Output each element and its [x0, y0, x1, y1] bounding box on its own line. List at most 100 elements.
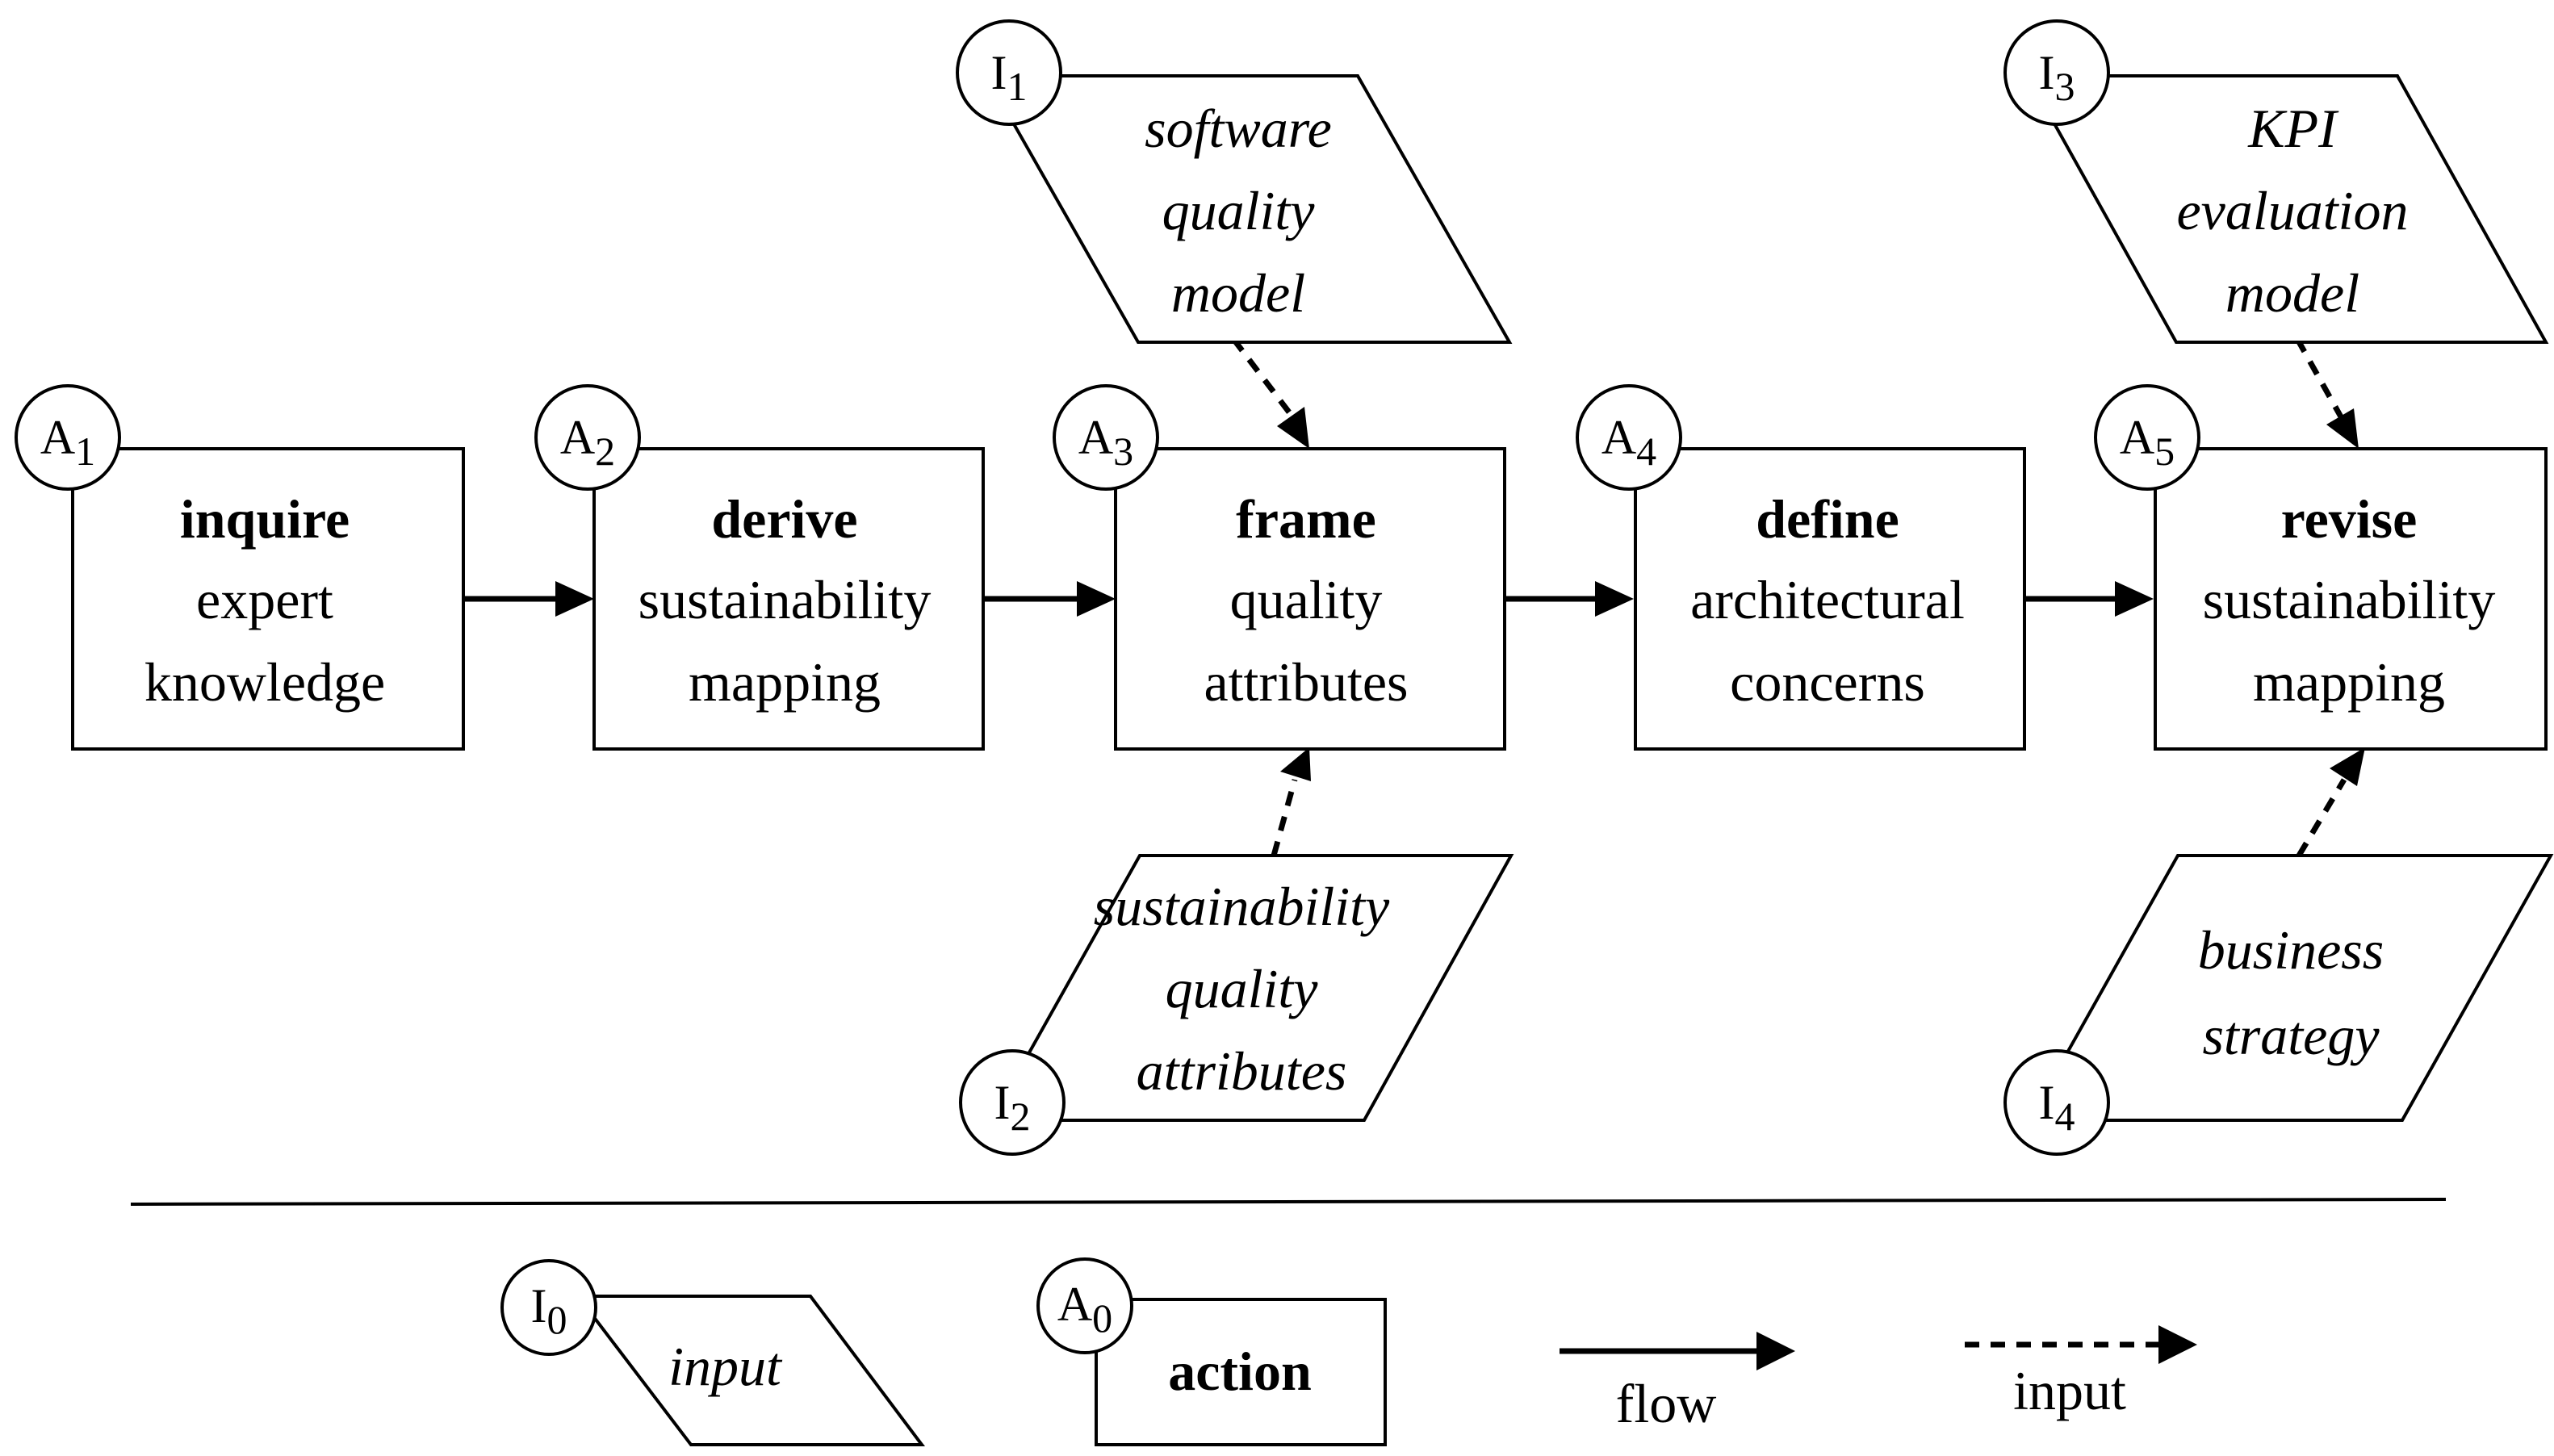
- svg-text:I4: I4: [2039, 1076, 2075, 1139]
- input-line: quality: [1166, 958, 1319, 1019]
- input-line: KPI: [2247, 98, 2339, 159]
- input-node-i3: KPI evaluation model I3: [2003, 19, 2549, 344]
- input-line: sustainability: [1094, 876, 1390, 937]
- input-shape: [2024, 74, 2549, 344]
- action-verb: define: [1756, 488, 1899, 550]
- input-line: strategy: [2202, 1005, 2380, 1066]
- legend-action-shape: action A0: [1036, 1257, 1387, 1446]
- input-shape: [983, 74, 1513, 344]
- input-id-badge: [2003, 19, 2110, 126]
- svg-text:I1: I1: [991, 46, 1028, 109]
- input-line: model: [1171, 262, 1305, 324]
- input-arrow-i2-a3: [1271, 779, 1298, 856]
- legend-input-shape-label: input: [668, 1336, 783, 1397]
- action-box: [2154, 447, 2548, 751]
- flow-arrowhead-a2-a3: [1077, 581, 1116, 617]
- legend-input-arrow-label: input: [2013, 1360, 2126, 1421]
- badge-number: 3: [1113, 429, 1133, 474]
- action-box: [1634, 447, 2026, 751]
- badge-number: 1: [1007, 64, 1027, 109]
- input-node-i1: software quality model I1: [956, 19, 1513, 344]
- action-line: expert: [196, 569, 333, 630]
- input-line: quality: [1162, 180, 1316, 241]
- action-box: [592, 447, 985, 751]
- legend: input I0 action A0 flow input: [500, 1257, 2197, 1446]
- flow-arrowhead-a4-a5: [2115, 581, 2154, 617]
- badge-letter: A: [1078, 411, 1113, 464]
- input-arrowhead-i4-a5: [2330, 747, 2365, 786]
- svg-text:A4: A4: [1601, 411, 1656, 474]
- badge-number: 4: [1636, 429, 1656, 474]
- badge-letter: A: [2120, 411, 2154, 464]
- action-line: mapping: [2253, 651, 2445, 713]
- input-arrowhead-i2-a3: [1280, 747, 1311, 781]
- input-line: software: [1145, 98, 1332, 159]
- action-box: [1114, 447, 1506, 751]
- action-id-badge: [2094, 384, 2200, 491]
- action-node-a3: frame quality attributes A3: [1053, 384, 1506, 751]
- action-node-a5: revise sustainability mapping A5: [2094, 384, 2548, 751]
- svg-text:I0: I0: [531, 1279, 567, 1342]
- action-node-a1: inquire expert knowledge A1: [15, 384, 465, 751]
- input-arrowhead-i3-a5: [2326, 408, 2359, 449]
- input-node-i2: sustainability quality attributes I2: [959, 854, 1514, 1156]
- input-id-badge: [2003, 1049, 2110, 1156]
- badge-letter: A: [560, 411, 595, 464]
- legend-flow-label: flow: [1616, 1373, 1717, 1434]
- legend-action-shape-label: action: [1168, 1341, 1312, 1402]
- input-line: evaluation: [2176, 180, 2408, 241]
- svg-text:A1: A1: [40, 411, 95, 474]
- action-line: architectural: [1690, 569, 1965, 630]
- action-node-a4: define architectural concerns A4: [1576, 384, 2026, 751]
- input-line: business: [2198, 919, 2384, 981]
- badge-number: 5: [2154, 429, 2175, 474]
- badge-letter: I: [2039, 46, 2055, 99]
- badge-letter: I: [531, 1279, 547, 1333]
- action-id-badge: [1053, 384, 1159, 491]
- action-line: sustainability: [2203, 569, 2496, 630]
- input-arrow-i3-a5: [2294, 337, 2346, 421]
- badge-letter: A: [1057, 1278, 1092, 1331]
- input-arrowhead-i1-a3: [1277, 407, 1309, 449]
- svg-text:A3: A3: [1078, 411, 1133, 474]
- svg-text:A0: A0: [1057, 1278, 1112, 1341]
- action-line: sustainability: [638, 569, 932, 630]
- svg-text:A2: A2: [560, 411, 615, 474]
- input-shape: [2026, 854, 2554, 1122]
- input-line: attributes: [1137, 1040, 1347, 1102]
- input-node-i4: business strategy I4: [2003, 854, 2554, 1156]
- action-line: knowledge: [144, 651, 385, 713]
- legend-input-shape: input I0: [500, 1259, 925, 1446]
- flow-arrowhead-a1-a2: [555, 581, 594, 617]
- action-line: attributes: [1204, 651, 1408, 713]
- legend-action-box: [1095, 1298, 1387, 1446]
- legend-input-arrowhead: [2158, 1325, 2197, 1364]
- legend-flow-arrowhead: [1756, 1332, 1795, 1370]
- legend-action-badge: [1036, 1257, 1133, 1354]
- action-id-badge: [534, 384, 641, 491]
- svg-text:A5: A5: [2120, 411, 2175, 474]
- action-verb: frame: [1236, 488, 1376, 550]
- input-arrows: [1231, 337, 2365, 857]
- action-line: concerns: [1730, 651, 1925, 713]
- input-id-badge: [956, 19, 1062, 126]
- badge-number: 2: [595, 429, 615, 474]
- badge-number: 1: [75, 429, 95, 474]
- action-id-badge: [15, 384, 121, 491]
- badge-letter: A: [40, 411, 75, 464]
- input-id-badge: [959, 1049, 1066, 1156]
- badge-number: 0: [546, 1297, 567, 1342]
- svg-text:I2: I2: [994, 1076, 1031, 1139]
- legend-input-arrow: input: [1965, 1325, 2197, 1421]
- badge-letter: I: [2039, 1076, 2055, 1129]
- flow-arrows: [465, 581, 2154, 617]
- input-line: model: [2225, 262, 2359, 324]
- action-id-badge: [1576, 384, 1682, 491]
- badge-letter: I: [991, 46, 1007, 99]
- action-line: quality: [1230, 569, 1383, 630]
- svg-text:I3: I3: [2039, 46, 2075, 109]
- input-arrow-i1-a3: [1231, 337, 1297, 422]
- badge-number: 2: [1010, 1094, 1030, 1139]
- badge-number: 0: [1092, 1295, 1112, 1341]
